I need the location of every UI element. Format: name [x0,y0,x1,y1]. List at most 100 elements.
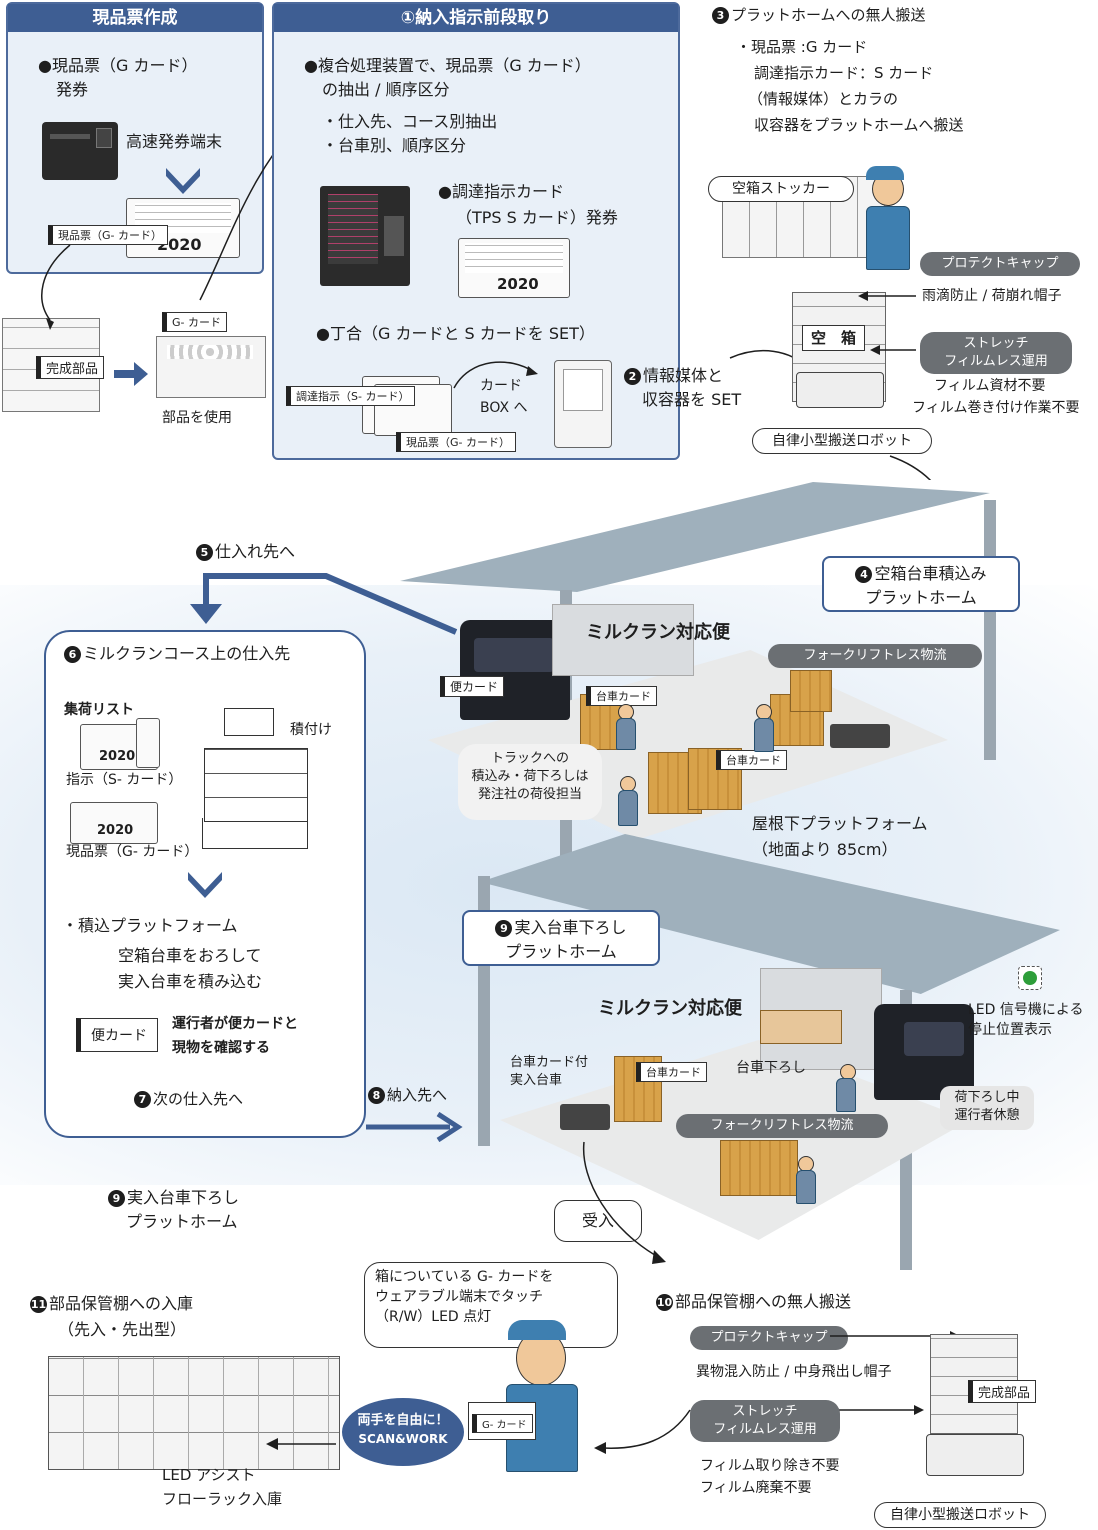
flow-rack [48,1356,340,1470]
panel-genpin: 現品票作成 ●現品票（G カード） 発券 高速発券端末 2020 現品票（G- … [6,2,264,274]
pallet-5 [790,670,832,712]
printer-icon [42,122,118,180]
led-line2: 停止位置表示 [968,1022,1052,1038]
plat-line1: ・積込プラットフォーム [62,916,238,935]
step3-l1: ・現品票 :G カード [736,38,868,56]
plat-line2: 空箱台車をおろして [118,946,262,965]
panel6-title-text: ミルクランコース上の仕入先 [83,644,291,663]
truck-2 [874,1004,974,1100]
empty-cart-2 [560,1104,610,1130]
check-line2: 現物を確認する [172,1040,270,1056]
tps-line1: ●調達指示カード [438,182,564,201]
rest-bubble: 荷下ろし中 運行者休憩 [940,1086,1034,1130]
bincard-tag-6: 便カード [76,1018,158,1052]
worker-cap-icon [866,166,904,180]
genpin6-year: 2020 [97,823,134,838]
protect-desc-2: 異物混入防止 / 中身飛出し帽子 [696,1364,892,1380]
protect-cap-label-2: プロテクトキャップ [690,1326,848,1350]
scan-bubble-line2: ウェアラブル端末でタッチ [375,1289,543,1305]
step11-num: 11 [30,1296,47,1313]
panel-step1: ①納入指示前段取り ●複合処理装置で、現品票（G カード） の抽出 / 順序区分… [272,2,680,460]
step3-title-text: プラットホームへの無人搬送 [731,6,926,24]
film-1: フィルム資材不要 [934,378,1046,394]
panel6-num: 6 [64,646,81,663]
cardbox-line2: BOX へ [480,400,528,416]
tsumi-label: 積付け [290,722,332,738]
gcard-tag: 現品票（G- カード） [396,432,516,452]
karabako-label: 空 箱 [802,325,866,351]
robot-base [796,372,884,408]
truck-1 [460,620,570,720]
rack-arrow-icon [266,1438,336,1450]
led-assist-2: フローラック入庫 [162,1490,283,1508]
stretch-label-1: ストレッチ [963,336,1029,351]
step9b-line2: プラットホーム [126,1212,238,1231]
use-label: 部品を使用 [162,410,232,426]
shuka-list-label: 集荷リスト [64,702,134,718]
step10-title-text: 部品保管棚への無人搬送 [675,1292,852,1311]
step9-line2: プラットホーム [505,942,617,961]
step10-num: 10 [656,1294,673,1311]
robot-label-bottom: 自律小型搬送ロボット [874,1502,1046,1528]
shuka-card-year: 2020 [99,749,136,764]
bubble1-line1: トラックへの [490,751,569,766]
stretch2-line2: フィルムレス運用 [713,1422,817,1437]
robot-label-top: 自律小型搬送ロボット [752,428,932,454]
tps-line2: （TPS S カード）発券 [456,208,618,227]
daisha-tag-2: 台車カード [716,750,787,770]
step5-arrow-icon [190,573,458,635]
card-box-icon [554,360,612,448]
step9b-text1: 実入台車下ろし [127,1188,240,1207]
bincard-tag-1: 便カード [440,676,505,697]
stretch-label: ストレッチ フィルムレス運用 [920,332,1072,374]
scanner-worker-cap-icon [508,1320,566,1340]
scan-bubble-line1: 箱についている G- カードを [375,1269,554,1285]
tps-card-year: 2020 [497,275,539,293]
used-gcard-tag: G- カード [162,312,227,332]
scan-bubble-line3: （R/W）LED 点灯 [375,1309,492,1325]
panel6-next-num: 7 [134,1091,151,1108]
terminal-label: 高速発券端末 [126,132,223,151]
orosi-label: 台車下ろし [736,1060,806,1076]
pallet-8 [720,1140,798,1196]
badge-line2: SCAN&WORK [358,1432,448,1446]
rest-line1: 荷下ろし中 [954,1090,1020,1105]
step5-num: 5 [196,544,213,561]
check-line1: 運行者が便カードと [172,1016,298,1032]
step3-num: 3 [712,7,729,24]
rest-line2: 運行者休憩 [954,1108,1020,1123]
empty-cart-1 [830,724,890,748]
loading-crate [224,708,274,736]
step3-l3: （情報媒体）とカラの [748,90,899,108]
bubble1-line2: 積込み・荷下ろしは [471,769,589,784]
daisha-tag-1: 台車カード [586,686,657,706]
sorting-machine-icon [320,186,410,286]
shuka-list-card-2 [136,718,160,768]
daisha-tag-3: 台車カード [636,1062,707,1082]
scan-work-badge: 両手を自由に！ SCAN&WORK [342,1398,464,1466]
step9b-num: 9 [108,1190,125,1207]
truck-trailer-1 [552,604,694,676]
film2-line2: フィルム廃棄不要 [700,1480,812,1496]
used-box [156,336,266,398]
scanner-gcard-tag: G- カード [472,1414,533,1433]
step1-sub1: ・仕入先、コース別抽出 [322,112,498,131]
step2-num: 2 [624,368,641,385]
down-arrow-icon [166,168,200,194]
genpin-bullet2: 発券 [56,80,89,99]
step4-line2: プラットホーム [865,588,977,607]
forklift-label-2: フォークリフトレス物流 [676,1114,888,1138]
platform2-title: ミルクラン対応便 [598,998,742,1019]
step1-sub2: ・台車別、順序区分 [322,136,467,155]
stretch-label-2: ストレッチ フィルムレス運用 [690,1400,840,1442]
curve-arrow-icon [453,361,538,389]
worker-p3-body-icon [754,718,774,752]
genpin-bullet: ●現品票（G カード） [38,56,198,75]
